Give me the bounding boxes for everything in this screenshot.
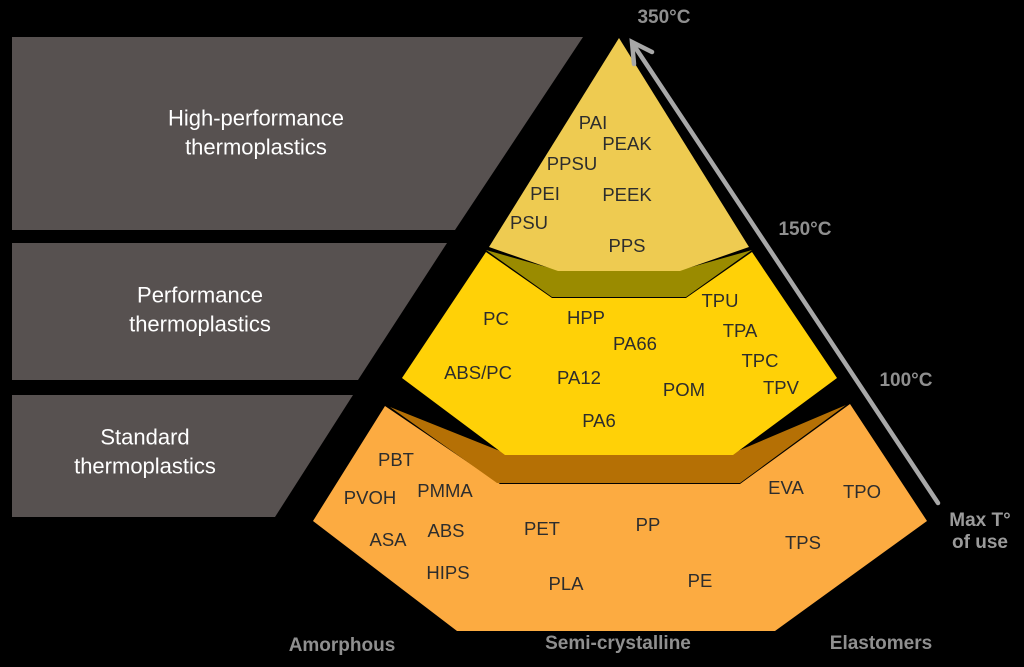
category-label-amorphous: Amorphous — [288, 635, 396, 656]
temp-label-350: 350°C — [637, 7, 691, 28]
axis-title-line: of use — [952, 532, 1008, 553]
material-label-tpv: TPV — [763, 377, 799, 398]
material-label-pc: PC — [483, 308, 509, 329]
material-label-pom: POM — [662, 379, 706, 400]
material-label-pvoh: PVOH — [343, 487, 397, 508]
arrow-head-icon — [629, 38, 655, 67]
material-label-tps: TPS — [785, 532, 821, 553]
box-high-performance — [12, 37, 583, 230]
material-label-pa12: PA12 — [557, 367, 601, 388]
material-label-pps: PPS — [608, 235, 646, 256]
material-label-abs-pc: ABS/PC — [444, 362, 512, 383]
box-label-line: Standard — [100, 424, 190, 450]
material-label-pa66: PA66 — [613, 333, 657, 354]
box-label-line: Performance — [137, 282, 263, 308]
material-label-ppsu: PPSU — [546, 153, 598, 174]
material-label-pa6: PA6 — [582, 410, 616, 431]
tier-high-performance-polygon — [489, 38, 749, 271]
max-temperature-arrow — [629, 38, 941, 506]
material-label-tpu: TPU — [701, 290, 739, 311]
box-label-line: thermoplastics — [74, 454, 216, 479]
material-label-peak: PEAK — [602, 133, 652, 154]
material-label-pe: PE — [687, 570, 713, 591]
material-label-asa: ASA — [369, 529, 407, 550]
temp-label-150: 150°C — [778, 219, 832, 240]
temp-label-100: 100°C — [879, 370, 933, 391]
material-label-peek: PEEK — [602, 184, 652, 205]
material-label-pei: PEI — [530, 183, 560, 204]
material-label-abs: ABS — [427, 520, 465, 541]
box-label-high-performance: High-performance thermoplastics — [168, 104, 344, 163]
material-label-pai: PAI — [578, 112, 608, 133]
material-label-pmma: PMMA — [417, 480, 473, 501]
material-label-tpa: TPA — [722, 320, 758, 341]
material-label-pla: PLA — [548, 573, 584, 594]
material-label-pbt: PBT — [378, 449, 414, 470]
material-label-pp: PP — [635, 514, 661, 535]
material-label-tpc: TPC — [741, 350, 779, 371]
axis-title-line: Max T° — [949, 510, 1011, 532]
arrow-shaft — [630, 41, 941, 506]
box-label-line: thermoplastics — [185, 135, 327, 160]
material-label-psu: PSU — [509, 212, 549, 233]
category-label-semi-crystalline: Semi-crystalline — [545, 633, 691, 654]
material-label-pet: PET — [524, 518, 560, 539]
tier-performance-polygon — [402, 252, 837, 455]
category-label-elastomers: Elastomers — [829, 633, 933, 654]
box-performance — [12, 243, 447, 380]
material-label-hips: HIPS — [426, 562, 470, 583]
box-standard — [12, 395, 353, 517]
box-label-line: thermoplastics — [129, 312, 271, 337]
divider-band-olive — [486, 250, 752, 297]
axis-title-max-temp: Max T° of use — [949, 510, 1010, 554]
tier-standard-polygon — [313, 404, 927, 631]
material-label-hpp: HPP — [566, 307, 606, 328]
material-label-eva: EVA — [768, 477, 804, 498]
box-label-performance: Performance thermoplastics — [129, 281, 271, 340]
material-label-tpo: TPO — [842, 481, 882, 502]
divider-band-brown — [390, 405, 846, 483]
box-label-standard: Standard thermoplastics — [74, 423, 216, 482]
box-label-line: High-performance — [167, 105, 345, 131]
